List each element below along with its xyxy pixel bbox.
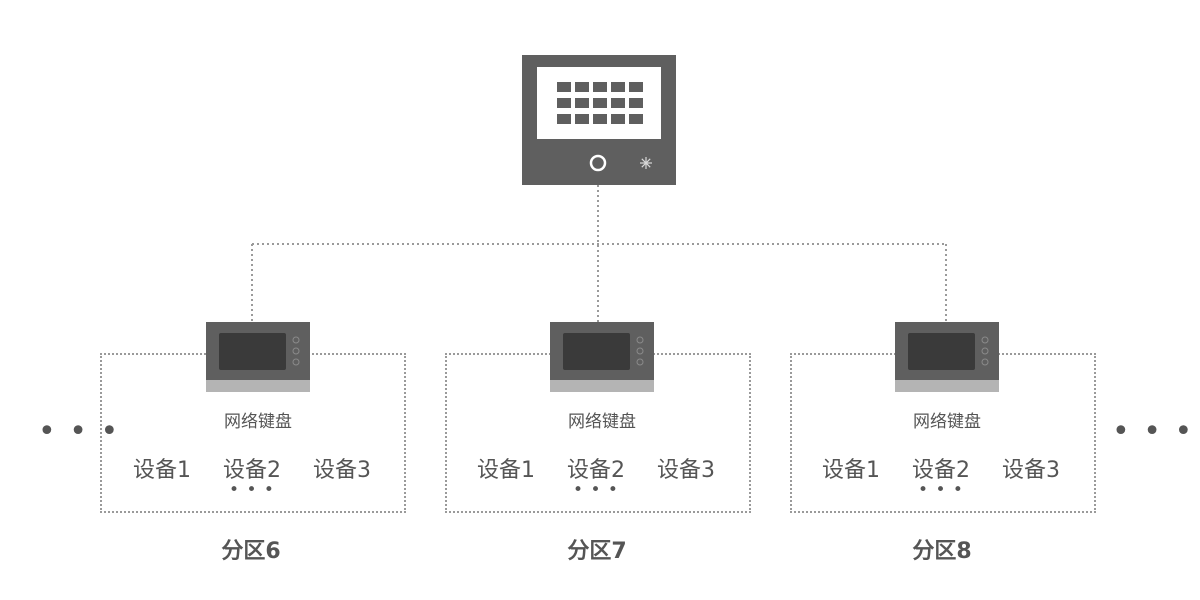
network-keyboard-icon: [550, 322, 654, 392]
device-label: 设备2: [223, 458, 281, 483]
zone-label: 分区8: [912, 539, 972, 564]
left-ellipsis: • • •: [38, 414, 121, 449]
network-keyboard-icon: [895, 322, 999, 392]
device-label: 设备3: [657, 458, 715, 483]
more-devices-ellipsis: • • •: [918, 480, 964, 500]
right-ellipsis: • • •: [1112, 414, 1195, 449]
control-panel-icon: [522, 55, 676, 185]
keyboard-label: 网络键盘: [568, 412, 636, 432]
device-label: 设备2: [912, 458, 970, 483]
device-label: 设备1: [133, 458, 191, 483]
zone-label: 分区6: [221, 539, 281, 564]
more-devices-ellipsis: • • •: [573, 480, 619, 500]
device-label: 设备1: [477, 458, 535, 483]
device-label: 设备3: [1002, 458, 1060, 483]
keyboard-label: 网络键盘: [224, 412, 292, 432]
keyboard-label: 网络键盘: [913, 412, 981, 432]
zone-label: 分区7: [567, 539, 627, 564]
device-label: 设备1: [822, 458, 880, 483]
device-label: 设备2: [567, 458, 625, 483]
network-keyboard-icon: [206, 322, 310, 392]
more-devices-ellipsis: • • •: [229, 480, 275, 500]
device-label: 设备3: [313, 458, 371, 483]
